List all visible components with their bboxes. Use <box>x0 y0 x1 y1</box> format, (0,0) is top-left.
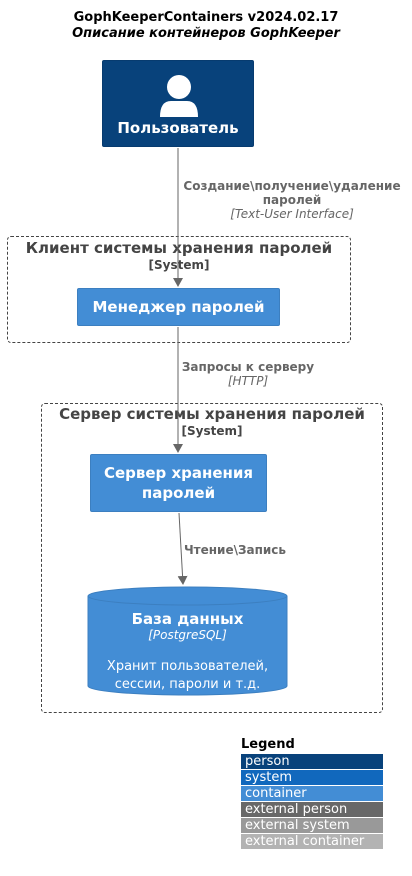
relation-label-server-database: Чтение\Запись <box>180 543 290 557</box>
server-boundary-title: Сервер системы хранения паролей <box>59 405 365 423</box>
diagram-title: GophKeeperContainers v2024.02.17 <box>73 10 339 25</box>
relation1-label-line1: Создание\получение\удаление <box>183 179 401 193</box>
password-manager-name: Менеджер паролей <box>92 298 265 316</box>
database-description-line1: Хранит пользователей, <box>106 659 269 674</box>
legend-title: Legend <box>241 737 295 752</box>
legend-item-external-container: external container <box>241 834 383 849</box>
diagram-subtitle: Описание контейнеров GophKeeper <box>72 26 340 41</box>
legend-item-system: system <box>241 770 383 785</box>
relation-label-user-manager: Создание\получение\удаление паролей [Tex… <box>172 179 412 221</box>
user-icon <box>160 75 198 117</box>
relation-label-manager-server: Запросы к серверу [HTTP] <box>170 360 326 388</box>
person-user[interactable]: Пользователь <box>102 60 254 147</box>
legend-item-container: container <box>241 786 383 801</box>
legend-item-person: person <box>241 754 383 769</box>
arrow-server-to-database <box>177 512 188 585</box>
client-system-boundary: Клиент системы хранения паролей [System] <box>7 236 351 343</box>
legend-item-external-system: external system <box>241 818 383 833</box>
database-description: Хранит пользователей, сессии, пароли и т… <box>87 658 288 694</box>
relation2-label: Запросы к серверу <box>181 360 315 374</box>
person-name: Пользователь <box>117 119 239 137</box>
database-description-line2: сессии, пароли и т.д. <box>114 677 261 692</box>
database-name: База данных <box>131 610 244 628</box>
database-tech: [PostgreSQL] <box>148 628 227 642</box>
password-server-name-line1: Сервер хранения <box>103 464 254 482</box>
relation1-label-line2: паролей <box>262 193 322 207</box>
database-container[interactable]: База данных [PostgreSQL] Хранит пользова… <box>87 586 288 696</box>
client-boundary-type: [System] <box>148 258 210 272</box>
password-server-name-line2: паролей <box>141 484 216 502</box>
relation2-tech: [HTTP] <box>227 374 269 388</box>
server-boundary-type: [System] <box>181 424 243 438</box>
relation1-tech: [Text-User Interface] <box>230 207 354 221</box>
client-boundary-title: Клиент системы хранения паролей <box>25 239 333 257</box>
legend: Legend person system container external … <box>241 737 383 849</box>
database-cylinder-shape <box>87 586 288 696</box>
legend-item-external-person: external person <box>241 802 383 817</box>
relation3-label: Чтение\Запись <box>183 543 287 557</box>
password-manager-container[interactable]: Менеджер паролей <box>77 288 280 326</box>
server-system-boundary: Сервер системы хранения паролей [System] <box>41 403 383 713</box>
password-server-container[interactable]: Сервер хранения паролей <box>90 454 267 512</box>
